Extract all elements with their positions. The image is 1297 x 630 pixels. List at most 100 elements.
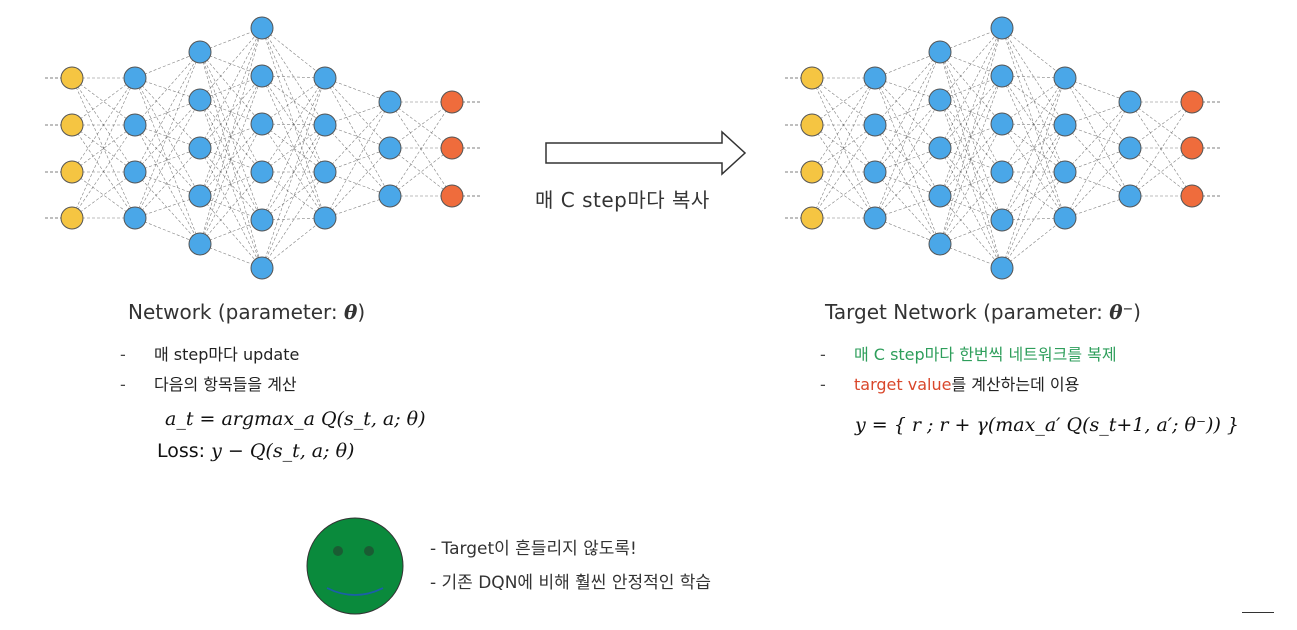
connection-line xyxy=(134,51,201,79)
connection-line xyxy=(134,147,201,173)
connection-line xyxy=(199,123,263,245)
network-node xyxy=(863,113,887,137)
connection-line xyxy=(324,147,391,219)
network-node xyxy=(800,66,824,90)
connection-line xyxy=(874,51,941,79)
network-node xyxy=(60,66,84,90)
network-node xyxy=(1118,136,1142,160)
network-node xyxy=(928,40,952,64)
smiley-face-icon xyxy=(305,516,405,616)
connection-line xyxy=(939,123,1003,197)
network-node xyxy=(1053,206,1077,230)
connection-line xyxy=(1001,75,1066,219)
connection-line xyxy=(1064,147,1131,219)
network-node xyxy=(1180,136,1204,160)
network-node xyxy=(990,16,1014,40)
connection-line xyxy=(1129,101,1193,197)
network-node xyxy=(800,113,824,137)
network-node xyxy=(123,113,147,137)
connection-line xyxy=(874,99,941,126)
connection-line xyxy=(261,171,326,269)
action-equation: a_t = argmax_a Q(s_t, a; θ) xyxy=(165,408,426,430)
connection-line xyxy=(1001,27,1066,79)
network-node xyxy=(250,208,274,232)
connection-line xyxy=(134,124,201,197)
connection-line xyxy=(1001,77,1066,269)
network-node xyxy=(60,160,84,184)
connection-line xyxy=(261,77,326,173)
network-node xyxy=(378,90,402,114)
target-network-title: Target Network (parameter: θ⁻) xyxy=(825,300,1141,324)
connection-line xyxy=(71,171,136,219)
network-node xyxy=(188,40,212,64)
connection-line xyxy=(1001,171,1066,219)
notes-list: - Target이 흔들리지 않도록! - 기존 DQN에 비해 훨씬 안정적인… xyxy=(430,532,711,600)
connection-line xyxy=(261,27,326,173)
connection-line xyxy=(134,124,201,245)
connection-line xyxy=(199,27,263,245)
connection-line xyxy=(1064,101,1131,173)
target-equation: y = { r ; r + γ(max_a′ Q(s_t+1, a′; θ⁻))… xyxy=(855,414,1239,474)
connection-line xyxy=(261,27,326,219)
connection-line xyxy=(1001,123,1066,219)
network-node xyxy=(250,112,274,136)
connection-line xyxy=(939,123,1003,245)
connection-line xyxy=(1001,75,1066,173)
connection-line xyxy=(324,124,391,197)
connection-line xyxy=(874,171,941,245)
connection-line xyxy=(71,124,136,173)
network-node xyxy=(928,88,952,112)
connection-line xyxy=(134,77,201,149)
connection-line xyxy=(71,77,136,126)
connection-line xyxy=(874,99,941,173)
connection-line xyxy=(874,77,941,149)
network-node xyxy=(1180,184,1204,208)
bullet-item: -target value를 계산하는데 이용 xyxy=(820,375,1080,394)
bullet-item: -매 C step마다 한번씩 네트워크를 복제 xyxy=(820,345,1117,364)
connection-line xyxy=(324,101,391,219)
connection-line xyxy=(134,147,201,219)
connection-line xyxy=(874,217,941,245)
connection-line xyxy=(71,77,136,173)
network-node xyxy=(313,206,337,230)
connection-line xyxy=(811,77,876,173)
network-node xyxy=(863,160,887,184)
connection-line xyxy=(939,27,1003,245)
connection-line xyxy=(811,124,876,173)
target-network-diagram xyxy=(780,0,1297,300)
network-node xyxy=(990,160,1014,184)
connection-line xyxy=(1001,124,1066,173)
copy-arrow-icon xyxy=(540,128,750,178)
corner-divider xyxy=(1242,612,1274,613)
connection-line xyxy=(389,101,453,149)
connection-line xyxy=(1064,77,1131,149)
connection-line xyxy=(939,27,1003,149)
network-node xyxy=(800,206,824,230)
connection-line xyxy=(324,171,391,197)
connection-line xyxy=(939,75,1003,149)
bullet-item: -매 step마다 update xyxy=(120,345,300,364)
connection-line xyxy=(939,171,1003,245)
note-item: - Target이 흔들리지 않도록! xyxy=(430,539,637,559)
connection-line xyxy=(261,27,326,79)
connection-line xyxy=(1001,75,1066,126)
connection-line xyxy=(261,124,326,269)
network-node xyxy=(188,88,212,112)
connection-line xyxy=(874,171,941,197)
online-network-diagram xyxy=(40,0,600,300)
connection-line xyxy=(324,77,391,149)
network-node xyxy=(250,16,274,40)
connection-line xyxy=(389,101,453,197)
connection-line xyxy=(134,51,201,173)
connection-line xyxy=(811,77,876,126)
connection-line xyxy=(1129,101,1193,149)
network-node xyxy=(863,66,887,90)
copy-arrow-label: 매 C step마다 복사 xyxy=(535,188,710,212)
connection-line xyxy=(811,124,876,173)
network-node xyxy=(378,184,402,208)
network-node xyxy=(863,206,887,230)
network-svg xyxy=(785,16,1220,280)
network-node xyxy=(990,112,1014,136)
connection-line xyxy=(874,77,941,197)
network-node xyxy=(123,160,147,184)
